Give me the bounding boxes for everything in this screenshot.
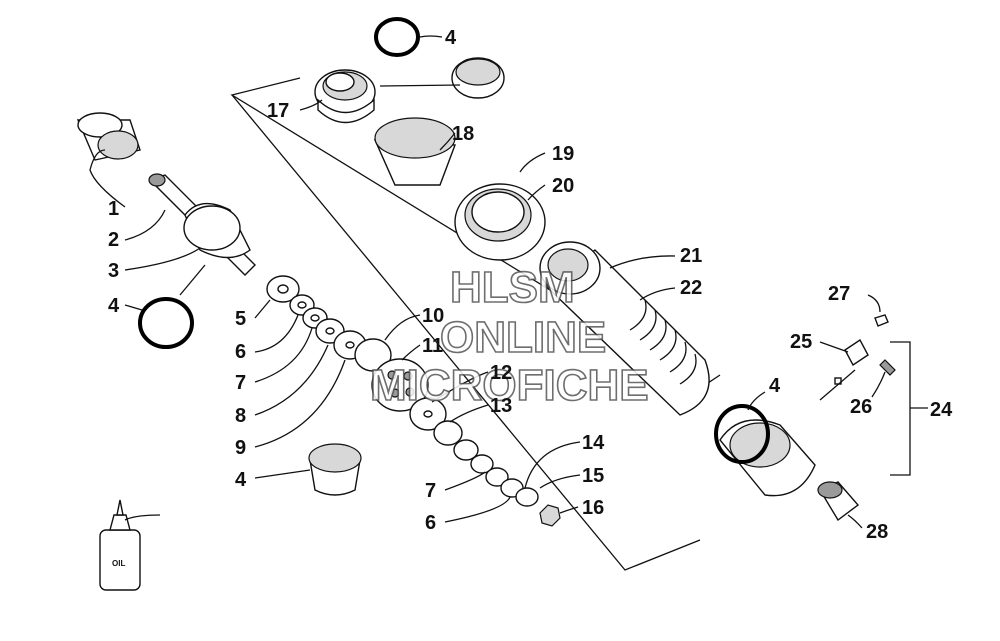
o-ring-left (138, 297, 194, 349)
callout-27: 28 (866, 521, 888, 543)
callout-9: 9 (235, 437, 246, 459)
valve-parts (819, 314, 896, 401)
callout-10: 10 (422, 305, 444, 327)
watermark: HLSM ONLINE MICROFICHE (369, 262, 649, 411)
callout-17: 17 (267, 100, 289, 122)
callout-16: 16 (582, 497, 604, 519)
callout-12: 12 (490, 362, 512, 384)
callout-4-lower: 4 (235, 469, 247, 491)
collar-nut-part (454, 183, 546, 261)
callout-8: 8 (235, 405, 246, 427)
callout-4-right: 4 (769, 375, 781, 397)
shaft-part (148, 173, 256, 276)
callout-14: 14 (582, 432, 605, 454)
callout-25: 26 (850, 396, 872, 418)
callout-11: 11 (422, 335, 443, 357)
watermark-line2: ONLINE (440, 313, 606, 362)
oil-label: OIL (112, 559, 125, 568)
shim-stack-lower (409, 397, 561, 527)
callout-7-upper: 7 (235, 372, 246, 394)
callout-22: 22 (680, 277, 702, 299)
callout-6-lower: 6 (425, 512, 436, 534)
callout-2: 2 (108, 229, 119, 251)
callout-20: 20 (552, 175, 574, 197)
callout-6-upper: 6 (235, 341, 246, 363)
bushing-right (817, 481, 860, 522)
piston-part (371, 358, 429, 412)
callout-18: 18 (452, 123, 474, 145)
watermark-line1: HLSM (450, 263, 575, 312)
end-cap-part (719, 419, 816, 497)
callout-5: 5 (235, 308, 246, 330)
oil-bottle: OIL (99, 499, 141, 591)
shim-stack (266, 275, 392, 372)
band-top (451, 57, 505, 99)
o-ring-right (714, 404, 770, 464)
callout-19: 19 (552, 143, 574, 165)
watermark-line3: MICROFICHE (370, 361, 649, 410)
callout-3: 3 (108, 260, 119, 282)
callout-4-left: 4 (108, 295, 120, 317)
callout-4-top: 4 (445, 27, 457, 49)
callout-labels: 4 17 18 19 20 21 22 1 2 3 4 5 6 7 8 9 10… (108, 27, 953, 543)
o-ring-top (374, 17, 420, 57)
assembly-outline-lower (231, 94, 701, 571)
callout-13: 13 (490, 395, 512, 417)
callout-7-lower: 7 (425, 480, 436, 502)
callout-21: 21 (680, 245, 702, 267)
shock-body-part (539, 241, 710, 416)
callout-23: 24 (930, 399, 953, 421)
callout-1: 1 (108, 198, 119, 220)
seal-head-part (314, 69, 376, 124)
bracket-23 (890, 341, 911, 476)
callout-26: 27 (828, 283, 850, 305)
bushing-part (373, 117, 456, 186)
callout-24: 25 (790, 331, 812, 353)
bumper-cap-part (76, 112, 141, 161)
leader-lines (89, 35, 886, 529)
band-lower (308, 443, 362, 496)
callout-15: 15 (582, 465, 604, 487)
